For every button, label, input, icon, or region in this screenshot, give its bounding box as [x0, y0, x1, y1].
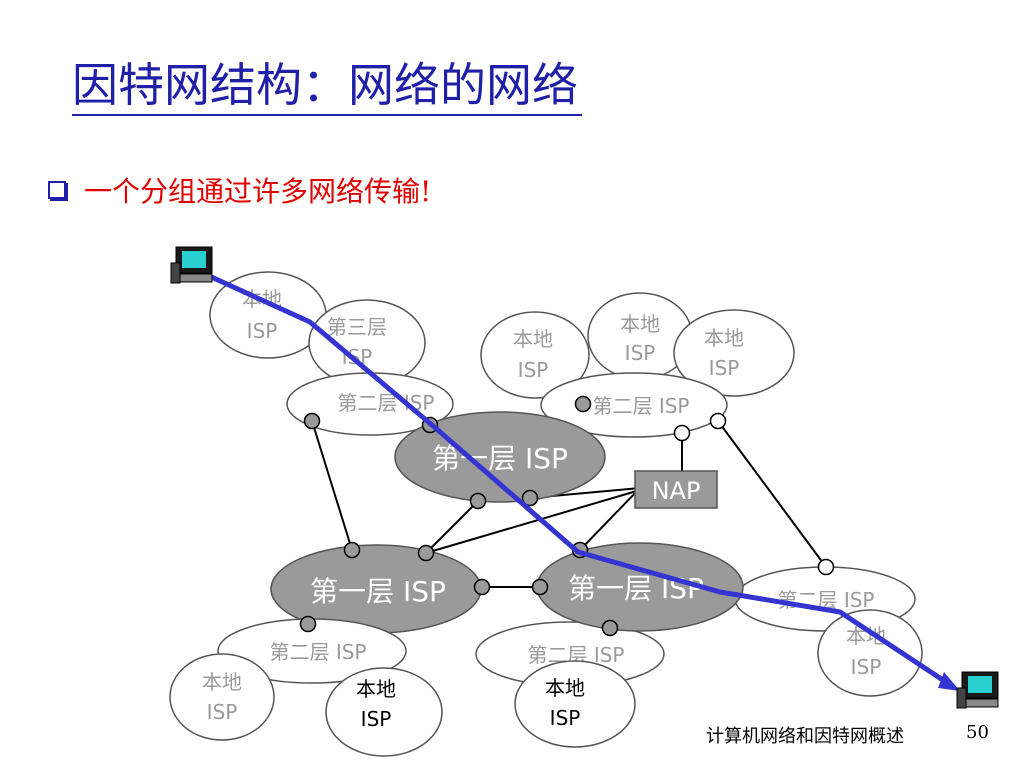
tier1-isp-top: 第一层 ISP	[394, 411, 606, 503]
svg-text:第一层 ISP: 第一层 ISP	[568, 572, 704, 605]
svg-text:第一层 ISP: 第一层 ISP	[310, 575, 446, 608]
route-arrowhead	[938, 672, 960, 691]
router-node	[303, 412, 321, 430]
router-node	[574, 395, 592, 413]
router-node	[473, 578, 491, 596]
svg-text:本地: 本地	[545, 676, 585, 700]
tier3-isp: 第三层 ISP	[308, 299, 426, 387]
svg-text:本地: 本地	[513, 327, 553, 351]
tier2-isp-right: 第二层 ISP	[540, 372, 728, 438]
tier2-isp-bottom-mid: 第二层 ISP	[475, 621, 665, 687]
svg-text:第三层: 第三层	[327, 315, 387, 339]
bullet-square-icon	[48, 181, 66, 199]
page-number: 50	[966, 722, 989, 743]
local-isp-c: 本地 ISP	[587, 292, 693, 380]
tier1-isp-bottom-left: 第一层 ISP	[270, 544, 482, 634]
svg-text:ISP: ISP	[851, 655, 882, 679]
link-t2left-t1bl	[311, 420, 353, 551]
local-isp-e: 本地 ISP	[169, 653, 275, 741]
tier2-isp-bottom-left: 第二层 ISP	[217, 618, 407, 684]
router-node	[417, 544, 435, 562]
svg-text:ISP: ISP	[207, 700, 238, 724]
local-isp-g: 本地 ISP	[514, 660, 636, 748]
local-isp-b: 本地 ISP	[480, 311, 590, 399]
router-node	[521, 489, 539, 507]
svg-text:ISP: ISP	[550, 706, 581, 730]
router-nodes	[299, 395, 835, 637]
svg-text:ISP: ISP	[709, 356, 740, 380]
local-isp-d: 本地 ISP	[673, 309, 795, 397]
link-t1bl-nap	[425, 489, 641, 554]
svg-text:NAP: NAP	[652, 477, 701, 505]
router-node	[469, 492, 487, 510]
destination-computer-icon	[956, 671, 999, 709]
svg-text:第二层 ISP: 第二层 ISP	[337, 391, 434, 415]
svg-text:ISP: ISP	[518, 358, 549, 382]
svg-text:第一层 ISP: 第一层 ISP	[432, 442, 568, 475]
packet-route	[194, 267, 954, 689]
link-t1bl-t1top	[425, 500, 479, 554]
router-node	[817, 558, 835, 576]
router-node	[299, 615, 317, 633]
svg-text:本地: 本地	[620, 312, 660, 336]
router-node	[531, 578, 549, 596]
svg-text:本地: 本地	[356, 677, 396, 701]
svg-text:ISP: ISP	[247, 319, 278, 343]
source-computer-icon	[170, 246, 213, 284]
bullet-text: 一个分组通过许多网络传输!	[84, 175, 432, 208]
svg-text:ISP: ISP	[342, 345, 373, 369]
router-node	[601, 619, 619, 637]
router-node	[673, 424, 691, 442]
svg-text:本地: 本地	[202, 670, 242, 694]
local-isp-h: 本地 ISP	[817, 609, 923, 697]
router-node	[343, 541, 361, 559]
svg-text:ISP: ISP	[625, 341, 656, 365]
svg-text:ISP: ISP	[361, 707, 392, 731]
link-t2right-t2br	[717, 420, 827, 568]
link-nap-t1br	[579, 487, 641, 551]
svg-text:第二层 ISP: 第二层 ISP	[269, 640, 366, 664]
tier1-isp-bottom-right: 第一层 ISP	[536, 542, 744, 632]
nap-box: NAP	[634, 470, 718, 509]
svg-text:本地: 本地	[704, 326, 744, 350]
local-isp-f: 本地 ISP	[325, 667, 443, 757]
footer-text: 计算机网络和因特网概述	[706, 726, 904, 747]
slide-title: 因特网结构：网络的网络	[72, 56, 582, 116]
svg-text:第二层 ISP: 第二层 ISP	[592, 394, 689, 418]
router-node	[709, 412, 727, 430]
bullet-point: 一个分组通过许多网络传输!	[48, 170, 431, 210]
